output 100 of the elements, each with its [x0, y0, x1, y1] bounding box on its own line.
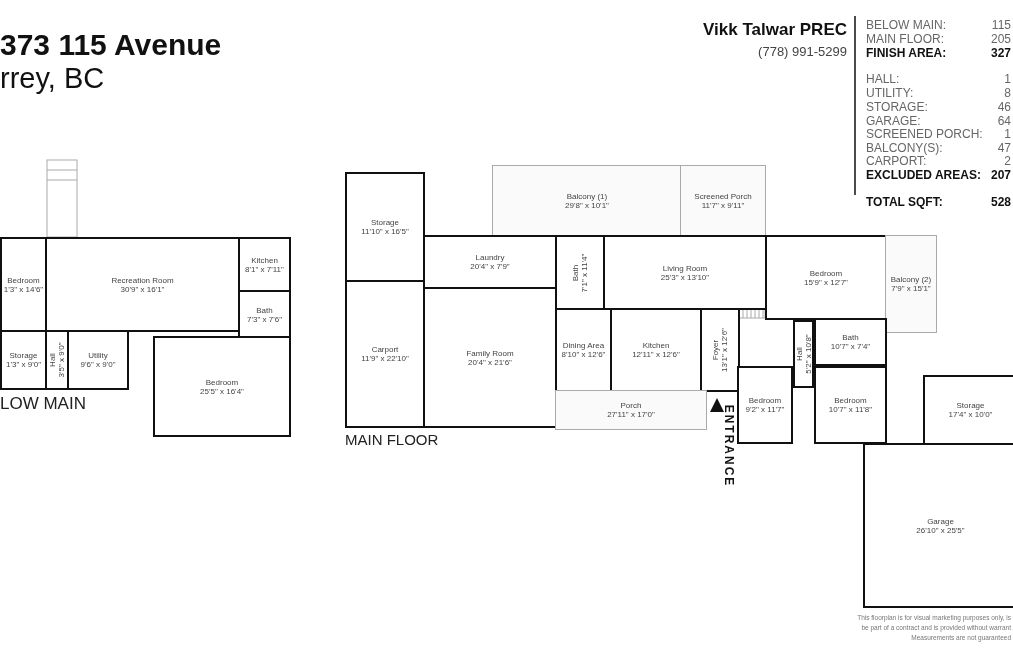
- room-name: Storage: [9, 351, 38, 360]
- area-value: 205: [990, 32, 1011, 46]
- area-value: 47: [997, 141, 1011, 155]
- area-label: HALL:: [866, 72, 900, 86]
- room-name: Hall: [794, 347, 804, 361]
- room-outline: [603, 235, 767, 310]
- room-outline: [238, 237, 291, 292]
- area-value: 46: [997, 100, 1011, 114]
- area-value: 115: [991, 18, 1011, 32]
- area-value: 1: [1004, 127, 1011, 141]
- room-outline: [45, 237, 240, 332]
- room-outline: [814, 366, 887, 444]
- room-dimensions: 11'10" x 16'5": [361, 227, 409, 236]
- entrance-label: ENTRANCE: [722, 404, 737, 488]
- room-dimensions: 1'3" x 9'0": [6, 360, 41, 369]
- area-label: BALCONY(S):: [866, 141, 943, 155]
- room-outline: [814, 318, 887, 366]
- room-name: Foyer: [711, 339, 720, 361]
- room-name: Bath: [842, 333, 859, 342]
- room-outline: [737, 366, 793, 444]
- room-dimensions: 27'11" x 17'0": [607, 410, 655, 419]
- room-name: Garage: [927, 516, 954, 526]
- area-label: GARAGE:: [866, 114, 921, 128]
- room-name: Bedroom: [809, 268, 843, 278]
- room-dimensions: 7'1" x 11'4": [580, 253, 589, 292]
- room-dimensions: 10'7" x 7'4": [830, 342, 871, 351]
- room-name: Recreation Room: [111, 275, 174, 285]
- address-title: 373 115 Avenue: [0, 28, 222, 62]
- room-name: Kitchen: [251, 255, 278, 265]
- room-name: Family Room: [466, 348, 514, 358]
- agent-name: Vikk Talwar PREC: [703, 20, 847, 40]
- balcony-outline: [680, 165, 766, 237]
- room-name: Laundry: [475, 253, 505, 262]
- area-value: 528: [990, 195, 1011, 209]
- room-dimensions: 10'7" x 11'8": [828, 405, 873, 414]
- room-dimensions: 1'3" x 14'6": [3, 284, 44, 294]
- area-label: MAIN FLOOR:: [866, 32, 944, 46]
- room-name: Carport: [371, 345, 399, 354]
- room-name: Living Room: [662, 263, 708, 273]
- area-value: 207: [990, 168, 1011, 182]
- room-outline: [863, 443, 1013, 608]
- room-name: Balcony (2): [890, 275, 932, 284]
- balcony-outline: [555, 390, 707, 430]
- room-dimensions: 20'4" x 7'9": [470, 262, 510, 271]
- room-outline: [0, 330, 47, 390]
- room-name: Storage: [370, 218, 399, 227]
- room-outline: [153, 336, 291, 437]
- room-dimensions: 9'2" x 11'7": [745, 405, 785, 414]
- floor-label: MAIN FLOOR: [345, 431, 439, 448]
- area-label: UTILITY:: [866, 86, 914, 100]
- area-label: SCREENED PORCH:: [866, 127, 983, 141]
- room-dimensions: 11'7" x 9'11": [701, 201, 745, 210]
- room-outline: [67, 330, 129, 390]
- area-value: 2: [1004, 154, 1011, 168]
- room-outline: [0, 237, 47, 332]
- room-name: Bedroom: [205, 377, 239, 387]
- balcony-outline: [492, 165, 682, 237]
- room-name: Bath: [571, 264, 580, 281]
- room-dimensions: 26'10" x 25'5": [916, 525, 965, 535]
- area-label: FINISH AREA:: [866, 46, 947, 60]
- room-name: Balcony (1): [566, 192, 608, 201]
- area-label: CARPORT:: [866, 154, 927, 168]
- room-outline: [765, 235, 887, 320]
- room-dimensions: 25'3" x 13'10": [660, 272, 710, 282]
- room-name: Bedroom: [748, 396, 782, 405]
- room-name: Porch: [620, 401, 642, 410]
- area-value: 8: [1004, 86, 1011, 100]
- room-name: Bedroom: [834, 396, 867, 405]
- room-dimensions: 3'5" x 9'0": [57, 342, 66, 378]
- address-line: rrey, BC: [0, 62, 105, 95]
- room-dimensions: 13'1" x 12'6": [720, 328, 729, 372]
- room-name: Kitchen: [642, 341, 670, 350]
- room-outline: [345, 172, 425, 282]
- room-dimensions: 5'2" x 10'8": [803, 334, 813, 374]
- room-dimensions: 7'9" x 15'1": [891, 284, 931, 293]
- room-dimensions: 29'8" x 10'1": [565, 201, 609, 210]
- area-label: TOTAL SQFT:: [866, 195, 943, 209]
- balcony-outline: [885, 235, 937, 333]
- room-dimensions: 17'4" x 10'0": [948, 410, 993, 419]
- room-dimensions: 12'11" x 12'6": [632, 350, 680, 359]
- room-name: Bath: [256, 306, 273, 315]
- room-dimensions: 30'9" x 16'1": [120, 284, 165, 294]
- room-outline: [793, 320, 814, 388]
- room-name: Utility: [88, 351, 108, 360]
- room-name: Bedroom: [7, 275, 40, 285]
- area-label: STORAGE:: [866, 100, 928, 114]
- room-name: Dining Area: [562, 341, 605, 350]
- room-name: Screened Porch: [694, 192, 752, 201]
- room-dimensions: 9'6" x 9'0": [80, 360, 116, 369]
- area-label: EXCLUDED AREAS:: [866, 168, 981, 182]
- room-name: Hall: [48, 353, 57, 367]
- phone-number: (778) 991-5299: [758, 44, 847, 59]
- room-dimensions: 7'3" x 7'6": [247, 315, 282, 324]
- area-label: BELOW MAIN:: [866, 18, 946, 32]
- area-value: 64: [997, 114, 1011, 128]
- room-dimensions: 8'10" x 12'6": [561, 350, 606, 359]
- area-value: 1: [1004, 72, 1011, 86]
- floor-label: LOW MAIN: [0, 394, 86, 414]
- room-dimensions: 20'4" x 21'6": [468, 357, 512, 367]
- room-name: Storage: [956, 401, 985, 410]
